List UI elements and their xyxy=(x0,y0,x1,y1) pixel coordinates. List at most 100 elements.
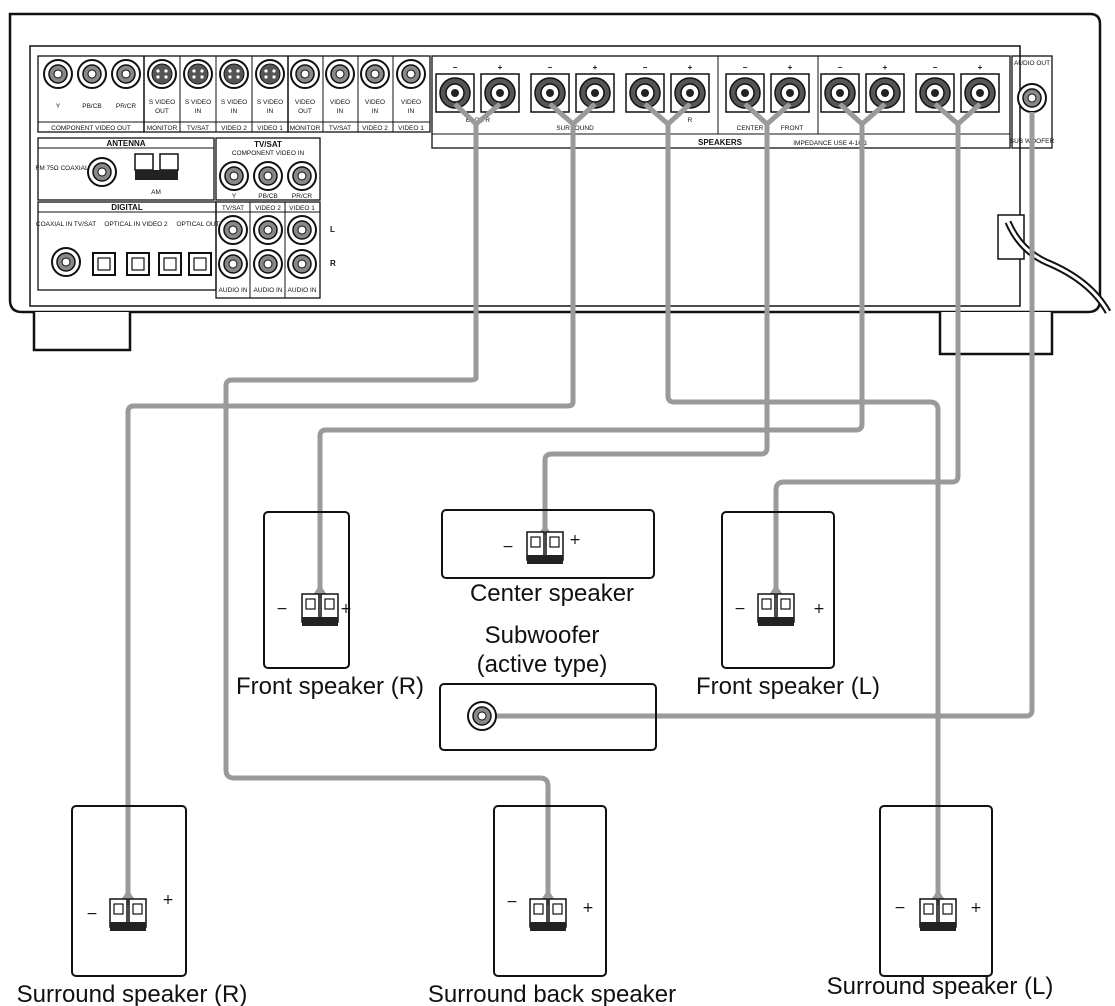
post-minus: − xyxy=(838,63,843,72)
video-section: VIDEO OUT MONITOR VIDEO IN TV/SAT VIDEO … xyxy=(287,55,431,133)
comp-pb-label: PB/CB xyxy=(82,103,102,110)
audio-in-video1: VIDEO 1 xyxy=(289,205,315,212)
audio-in-label-2: AUDIO IN xyxy=(254,287,283,294)
video-4-top: VIDEO xyxy=(401,99,421,106)
antenna-label: ANTENNA xyxy=(106,139,145,148)
minus-sign: − xyxy=(734,601,746,617)
optical-in-label: OPTICAL IN VIDEO 2 xyxy=(104,221,168,228)
front-speaker-r: − + Front speaker (R) xyxy=(236,511,424,700)
component-video-out-label: COMPONENT VIDEO OUT xyxy=(51,125,131,132)
video-1-top: VIDEO xyxy=(295,99,315,106)
surround-speaker-l: − + Surround speaker (L) xyxy=(827,805,1054,1000)
comp-pr-label: PR/CR xyxy=(116,103,137,110)
cable-front-r xyxy=(317,102,865,598)
plus-sign: + xyxy=(569,532,581,548)
front-speaker-l-label: Front speaker (L) xyxy=(696,673,880,700)
minus-sign: − xyxy=(502,539,514,555)
video-3-mid: IN xyxy=(372,108,379,115)
svideo-1-mid: OUT xyxy=(155,108,169,115)
front-label: FRONT xyxy=(781,125,803,132)
svideo-3-top: S VIDEO xyxy=(221,99,247,106)
comp-in-pr: PR/CR xyxy=(292,193,313,200)
post-plus: + xyxy=(593,63,598,72)
audio-in-tvsat: TV/SAT xyxy=(222,205,244,212)
post-plus: + xyxy=(498,63,503,72)
surround-back-speaker-label: Surround back speaker xyxy=(428,981,676,1006)
video-1-mid: OUT xyxy=(298,108,312,115)
video-2-bottom: TV/SAT xyxy=(329,125,351,132)
post-minus: − xyxy=(643,63,648,72)
svideo-1-top: S VIDEO xyxy=(149,99,175,106)
post-minus: − xyxy=(933,63,938,72)
post-plus: + xyxy=(883,63,888,72)
audio-out-label: AUDIO OUT xyxy=(1014,60,1050,67)
svideo-3-mid: IN xyxy=(231,108,238,115)
cable-surround-r xyxy=(125,102,576,905)
surround-speaker-r-label: Surround speaker (R) xyxy=(17,981,248,1006)
comp-in-pb: PB/CB xyxy=(258,193,278,200)
surround-speaker-l-label: Surround speaker (L) xyxy=(827,973,1054,1000)
video-4-mid: IN xyxy=(408,108,415,115)
center-label: CENTER xyxy=(737,125,764,132)
audio-in-video2: VIDEO 2 xyxy=(255,205,281,212)
svideo-4-bottom: VIDEO 1 xyxy=(257,125,283,132)
post-plus: + xyxy=(688,63,693,72)
speakers-title: SPEAKERS xyxy=(698,138,743,147)
video-3-bottom: VIDEO 2 xyxy=(362,125,388,132)
minus-sign: − xyxy=(506,894,518,910)
fm-label: FM 75Ω COAXIAL xyxy=(35,165,89,172)
surround-r-label: R xyxy=(688,117,693,124)
minus-sign: − xyxy=(894,900,906,916)
component-video-in-label: COMPONENT VIDEO IN xyxy=(232,150,305,157)
impedance-label: IMPEDANCE USE 4-16Ω xyxy=(793,140,867,147)
plus-sign: + xyxy=(970,900,982,916)
am-label: AM xyxy=(151,189,161,196)
digital-label: DIGITAL xyxy=(111,203,143,212)
post-minus: − xyxy=(548,63,553,72)
plus-sign: + xyxy=(162,892,174,908)
subwoofer: Subwoofer (active type) xyxy=(439,622,657,751)
plus-sign: + xyxy=(340,601,352,617)
center-speaker: − + Center speaker xyxy=(441,509,655,607)
video-2-mid: IN xyxy=(337,108,344,115)
comp-in-y: Y xyxy=(232,193,237,200)
comp-y-label: Y xyxy=(56,103,61,110)
svideo-3-bottom: VIDEO 2 xyxy=(221,125,247,132)
optical-out-label: OPTICAL OUT xyxy=(176,221,219,228)
cable-front-l xyxy=(773,102,961,598)
post-minus: − xyxy=(453,63,458,72)
surround-back-speaker: − + Surround back speaker xyxy=(428,805,676,1006)
audio-in-label-1: AUDIO IN xyxy=(219,287,248,294)
minus-sign: − xyxy=(276,601,288,617)
svideo-1-bottom: MONITOR xyxy=(147,125,178,132)
component-video-in-section: TV/SAT COMPONENT VIDEO IN Y PB/CB PR/CR xyxy=(215,137,321,201)
svideo-4-top: S VIDEO xyxy=(257,99,283,106)
cable-surround-back xyxy=(223,102,551,905)
video-1-bottom: MONITOR xyxy=(290,125,321,132)
cable-center xyxy=(542,102,770,535)
subwoofer-label: Subwoofer xyxy=(485,622,600,649)
svideo-4-mid: IN xyxy=(267,108,274,115)
center-speaker-label: Center speaker xyxy=(470,580,634,607)
svideo-2-bottom: TV/SAT xyxy=(187,125,209,132)
audio-in-label-3: AUDIO IN xyxy=(288,287,317,294)
subwoofer-type-label: (active type) xyxy=(477,651,608,678)
surround-speaker-r: − + Surround speaker (R) xyxy=(17,805,248,1006)
audio-r-label: R xyxy=(330,259,336,268)
post-plus: + xyxy=(978,63,983,72)
svideo-2-mid: IN xyxy=(195,108,202,115)
antenna-section: ANTENNA FM 75Ω COAXIAL AM xyxy=(35,137,215,201)
coaxial-in-label: COAXIAL IN TV/SAT xyxy=(36,221,96,228)
audio-in-section: TV/SAT VIDEO 2 VIDEO 1 AUDIO IN AUDIO IN… xyxy=(215,201,336,299)
post-minus: − xyxy=(743,63,748,72)
minus-sign: − xyxy=(86,906,98,922)
receiver-back-panel xyxy=(8,12,1112,356)
speaker-cables xyxy=(125,102,1035,905)
cable-subwoofer xyxy=(490,112,1035,719)
audio-l-label: L xyxy=(330,225,335,234)
tvsat-title: TV/SAT xyxy=(254,140,282,149)
video-3-top: VIDEO xyxy=(365,99,385,106)
video-4-bottom: VIDEO 1 xyxy=(398,125,424,132)
post-plus: + xyxy=(788,63,793,72)
